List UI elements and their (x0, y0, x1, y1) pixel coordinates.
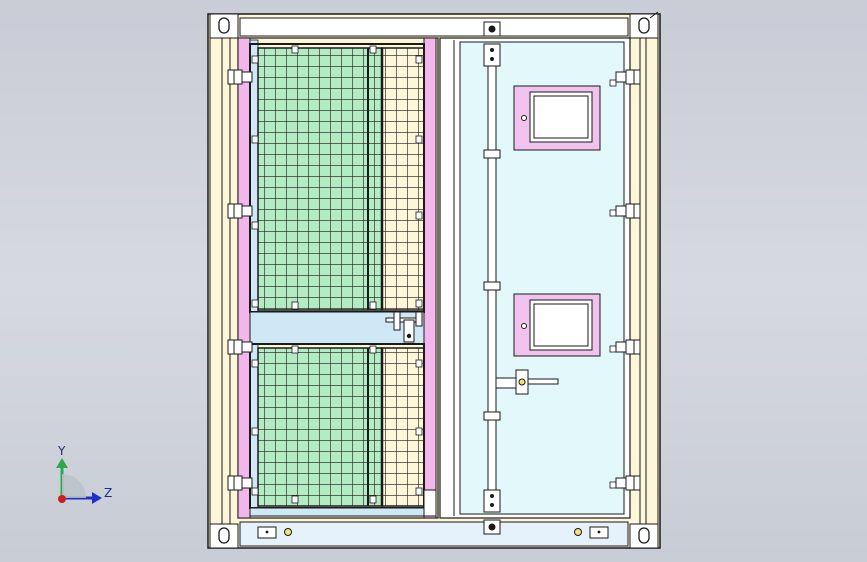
hinge-icon (615, 339, 641, 355)
door-handle[interactable] (495, 369, 559, 395)
cabinet-model[interactable] (207, 11, 661, 549)
z-axis-label: Z (104, 486, 112, 500)
top-keeper (483, 21, 501, 37)
bottom-rail (239, 521, 629, 547)
corner-block-top-left (209, 13, 239, 39)
corner-block-bottom-left (209, 523, 239, 549)
bottom-left-bolt (284, 528, 292, 536)
hinge-icon (615, 475, 641, 491)
corner-block-bottom-right (629, 523, 659, 549)
bottom-right-bolt (574, 528, 582, 536)
right-hinges (615, 69, 641, 491)
bottom-latch[interactable] (423, 489, 437, 517)
x-axis-dot (58, 495, 66, 503)
hinge-icon (227, 203, 253, 219)
latch-handle[interactable] (385, 311, 423, 343)
hinge-icon (615, 69, 641, 85)
bottom-keeper (483, 519, 501, 535)
inspection-window-lower (513, 293, 601, 357)
hinge-icon (227, 69, 253, 85)
left-door-blue-strip (249, 39, 259, 517)
hinge-icon (615, 203, 641, 219)
locking-rod[interactable] (483, 43, 501, 513)
coordinate-triad[interactable]: Y Z (56, 444, 112, 504)
lower-mesh-panel (249, 343, 425, 509)
y-axis-label: Y (57, 444, 66, 458)
upper-mesh-panel (249, 43, 425, 313)
left-door[interactable] (237, 37, 439, 519)
inspection-window-upper (513, 85, 601, 151)
left-hinges (227, 69, 253, 491)
triad-origin-arc (62, 474, 86, 498)
hinge-icon (227, 339, 253, 355)
mesh-clips (251, 45, 423, 504)
right-pillar (639, 35, 659, 525)
corner-block-top-right (629, 11, 659, 39)
left-door-pink-strip-right (423, 37, 437, 519)
hinge-icon (227, 475, 253, 491)
left-door-pink-strip-left (237, 37, 251, 519)
top-header-bar (239, 17, 629, 37)
right-door[interactable] (439, 21, 631, 535)
left-pillar (209, 35, 231, 525)
y-axis-arrow (56, 458, 68, 468)
z-axis-arrow (92, 492, 102, 504)
